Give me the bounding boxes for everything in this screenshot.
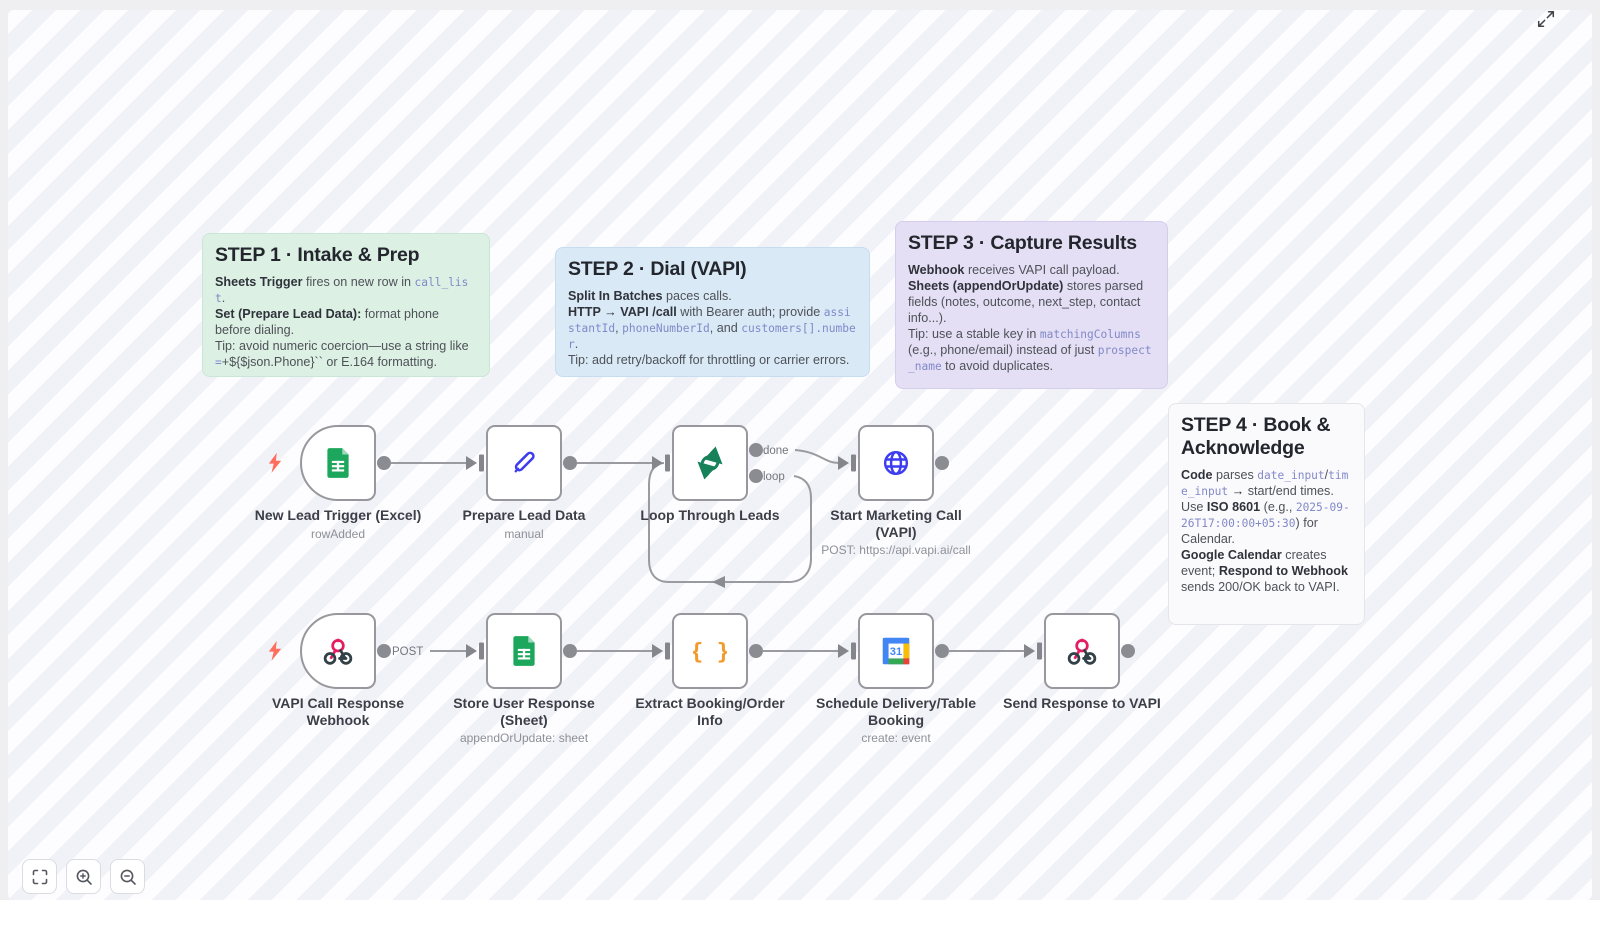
node-title: Store User Response (Sheet) xyxy=(453,695,595,728)
node-vapi-call-response-webhook[interactable]: VAPI Call Response Webhook xyxy=(272,613,404,728)
sticky-note-title: STEP 4 · Book & Acknowledge xyxy=(1181,414,1331,459)
webhook-icon xyxy=(323,638,353,665)
fit-view-icon xyxy=(32,869,47,884)
node-title: Start Marketing Call (VAPI) xyxy=(830,507,962,540)
note-paragraph: Use ISO 8601 (e.g., 2025-09-26T17:00:00+… xyxy=(1181,499,1350,546)
note-paragraph: Set (Prepare Lead Data): format phone be… xyxy=(215,306,439,337)
sticky-note-step4[interactable]: STEP 4 · Book & Acknowledge Code parses … xyxy=(1168,403,1365,625)
google-sheets-icon xyxy=(513,636,535,666)
zoom-out-icon xyxy=(120,869,136,885)
node-loop-through-leads[interactable]: Loop Through Leads xyxy=(640,425,780,523)
note-paragraph: Sheets (appendOrUpdate) stores parsed fi… xyxy=(908,278,1144,325)
fit-view-button[interactable] xyxy=(22,859,57,894)
note-paragraph: Webhook receives VAPI call payload. xyxy=(908,263,1120,277)
pencil-icon xyxy=(514,451,535,473)
sticky-note-step1[interactable]: STEP 1 · Intake & Prep Sheets Trigger fi… xyxy=(202,233,490,377)
node-extract-booking-info[interactable]: { } Extract Booking/Order Info xyxy=(635,613,785,728)
svg-text:31: 31 xyxy=(890,646,902,658)
sticky-note-title: STEP 1 · Intake & Prep xyxy=(215,244,420,266)
svg-text:{ }: { } xyxy=(693,639,727,665)
node-subtitle: manual xyxy=(504,526,544,541)
note-paragraph: Google Calendar creates event; Respond t… xyxy=(1181,547,1349,594)
note-paragraph: HTTP → VAPI /call with Bearer auth; prov… xyxy=(568,304,856,351)
note-paragraph: Tip: avoid numeric coercion—use a string… xyxy=(215,338,469,369)
expand-button[interactable] xyxy=(1534,7,1558,31)
loop-arrows-icon xyxy=(697,446,723,480)
node-subtitle: rowAdded xyxy=(310,526,366,541)
node-new-lead-trigger[interactable]: New Lead Trigger (Excel) rowAdded xyxy=(255,425,421,541)
node-subtitle: appendOrUpdate: sheet xyxy=(459,731,589,746)
sticky-note-step3[interactable]: STEP 3 · Capture Results Webhook receive… xyxy=(895,221,1168,389)
node-send-response-to-vapi[interactable]: Send Response to VAPI xyxy=(1003,613,1161,711)
sticky-note-title: STEP 3 · Capture Results xyxy=(908,232,1137,254)
zoom-in-button[interactable] xyxy=(66,859,101,894)
google-sheets-icon xyxy=(327,448,349,478)
note-paragraph: Tip: use a stable key in matchingColumns… xyxy=(908,326,1152,373)
note-paragraph: Code parses date_input/time_input → star… xyxy=(1181,468,1349,498)
sticky-note-step2[interactable]: STEP 2 · Dial (VAPI) Split In Batches pa… xyxy=(555,247,870,377)
canvas-frame: done loop POST STEP 1 · Intake & Prep Sh… xyxy=(0,0,1600,900)
note-paragraph: Sheets Trigger fires on new row in call_… xyxy=(215,275,469,305)
node-store-user-response[interactable]: Store User Response (Sheet) appendOrUpda… xyxy=(453,613,595,745)
node-title: Prepare Lead Data xyxy=(462,507,586,523)
globe-icon xyxy=(883,450,909,476)
node-schedule-delivery-booking[interactable]: 31 Schedule Delivery/Table Booking creat… xyxy=(816,613,976,745)
node-title: Send Response to VAPI xyxy=(1003,695,1161,711)
lightning-bolt-icon xyxy=(268,640,282,661)
node-prepare-lead-data[interactable]: Prepare Lead Data manual xyxy=(463,425,585,541)
node-subtitle: POST: https://api.vapi.ai/call xyxy=(821,543,971,558)
node-subtitle: create: event xyxy=(861,731,931,746)
lightning-bolt-icon xyxy=(268,452,282,473)
note-paragraph: Split In Batches paces calls. xyxy=(568,289,732,303)
node-title: New Lead Trigger (Excel) xyxy=(254,507,422,523)
expand-icon xyxy=(1537,10,1555,28)
sticky-note-title: STEP 2 · Dial (VAPI) xyxy=(568,258,747,280)
node-title: Schedule Delivery/Table Booking xyxy=(815,695,977,728)
node-start-marketing-call[interactable]: Start Marketing Call (VAPI) POST: https:… xyxy=(821,425,971,557)
webhook-icon xyxy=(1067,638,1097,665)
node-title: Extract Booking/Order Info xyxy=(635,695,785,728)
code-braces-icon: { } xyxy=(693,639,727,665)
zoom-out-button[interactable] xyxy=(110,859,145,894)
note-paragraph: Tip: add retry/backoff for throttling or… xyxy=(568,352,850,367)
node-title: VAPI Call Response Webhook xyxy=(271,695,404,728)
node-title: Loop Through Leads xyxy=(640,507,780,523)
google-calendar-icon: 31 xyxy=(882,637,910,665)
zoom-in-icon xyxy=(76,869,92,885)
